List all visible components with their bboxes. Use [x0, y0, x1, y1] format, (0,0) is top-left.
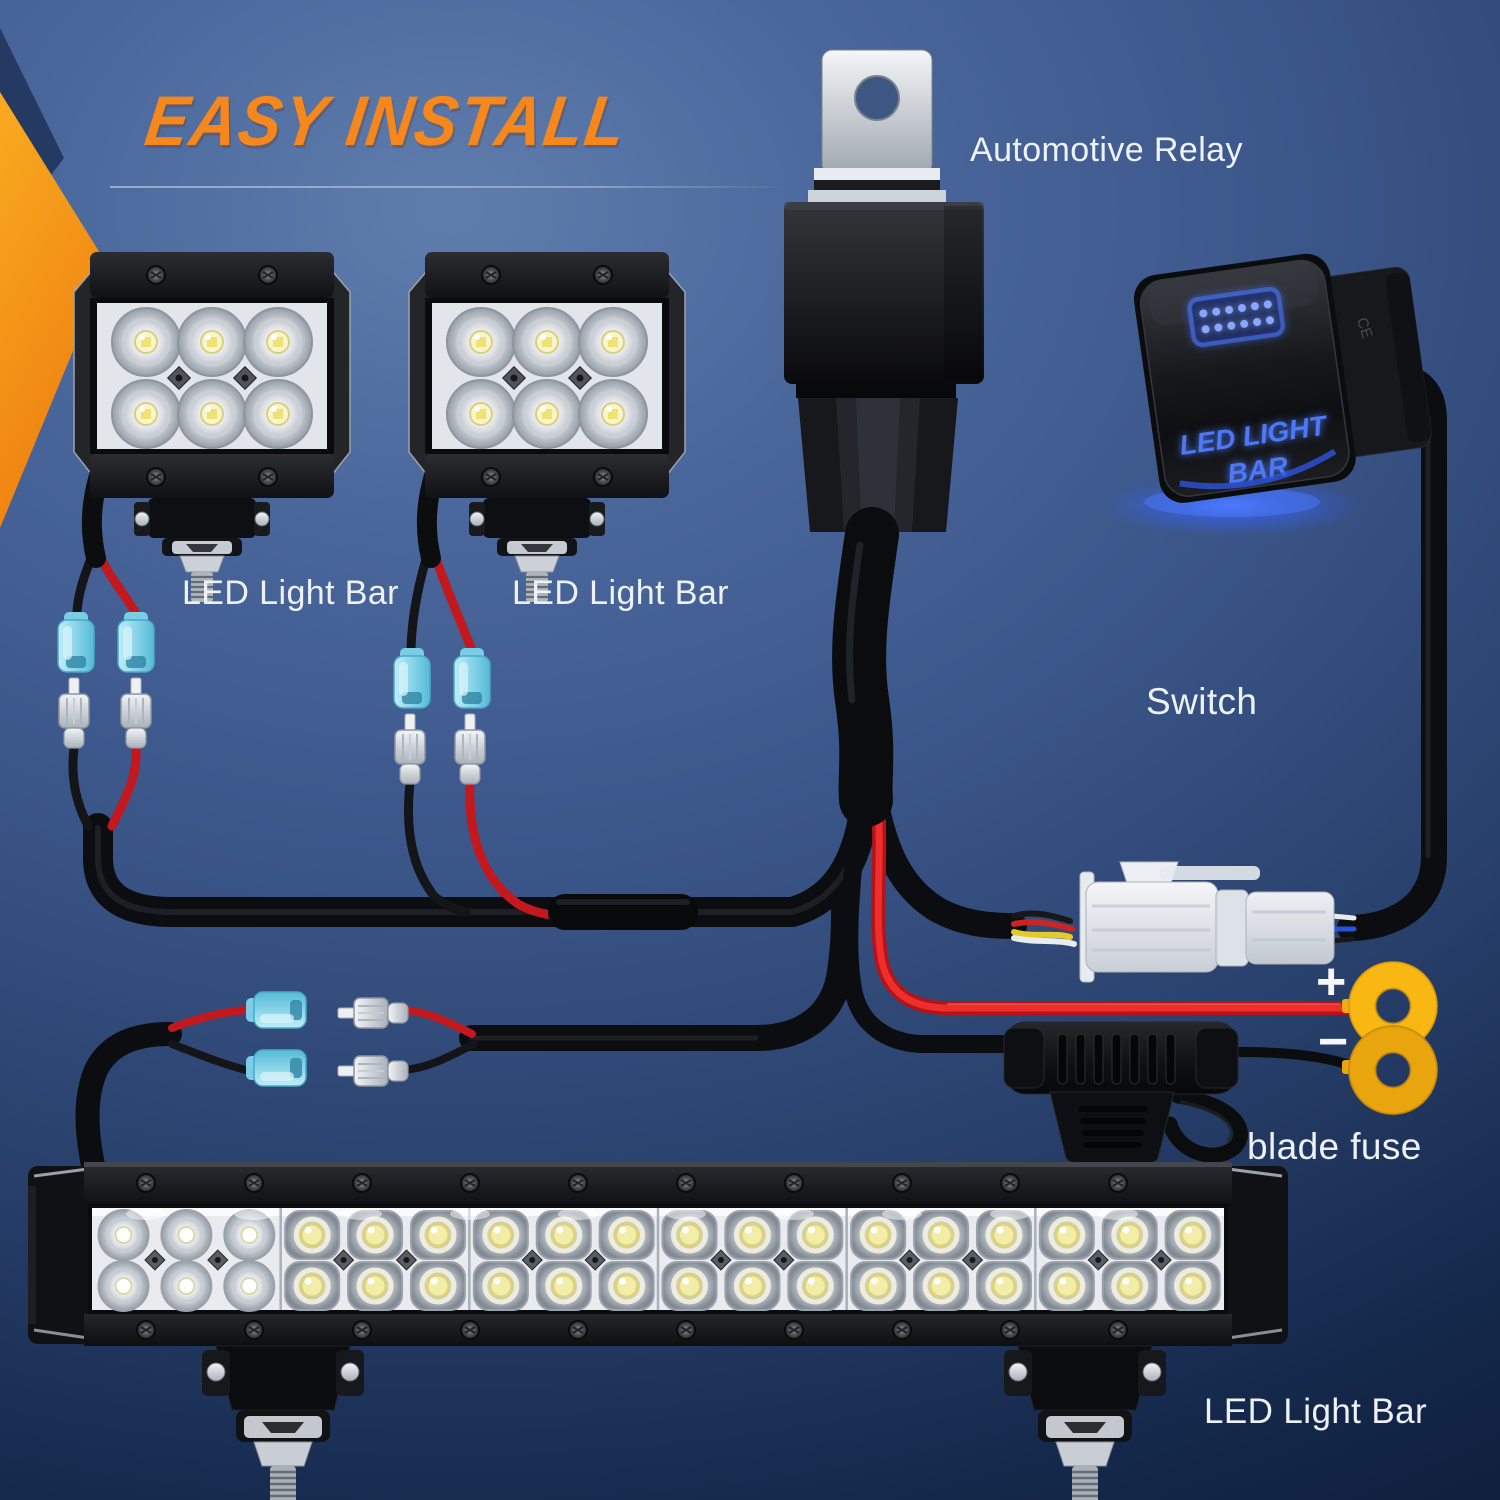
- spade-connectors-bar: [245, 991, 409, 1087]
- mounting-bracket-right: [1004, 1345, 1166, 1500]
- quick-connector-pair: [1079, 861, 1335, 983]
- pod-harness-wires: [68, 743, 569, 921]
- bracket-hole: [854, 75, 900, 121]
- automotive-relay-image: [784, 49, 984, 827]
- battery-negative-sign: −: [1318, 1013, 1349, 1071]
- led-pod-2: [409, 252, 685, 602]
- label-blade-fuse: blade fuse: [1247, 1126, 1422, 1167]
- battery-ring-terminals: [1342, 961, 1438, 1115]
- switch-rocker-image: CE LED LIGHT BAR: [1133, 253, 1432, 503]
- title-underline: [110, 186, 790, 188]
- switch-side-print: CE: [1353, 315, 1376, 340]
- label-led-pod-2: LED Light Bar: [512, 574, 729, 612]
- light-bar-icon: [1187, 286, 1286, 348]
- spade-connectors-pod1: [57, 611, 155, 749]
- label-automotive-relay: Automotive Relay: [970, 131, 1243, 169]
- mounting-bracket-left: [202, 1345, 364, 1500]
- led-light-bar-image: [28, 1162, 1288, 1500]
- spade-connectors-pod2: [393, 647, 491, 785]
- label-led-pod-1: LED Light Bar: [182, 574, 399, 612]
- negative-ring-terminal: [1348, 1025, 1438, 1115]
- bar-lead-wires: [168, 1006, 478, 1074]
- label-led-light-bar: LED Light Bar: [1204, 1392, 1428, 1431]
- battery-positive-sign: +: [1316, 953, 1347, 1011]
- corner-arrow-decoration: [0, 92, 108, 528]
- blade-fuse-holder: [1003, 1021, 1248, 1168]
- page-title: EASY INSTALL: [140, 81, 633, 161]
- label-switch: Switch: [1146, 681, 1258, 722]
- led-pod-1: [74, 252, 350, 602]
